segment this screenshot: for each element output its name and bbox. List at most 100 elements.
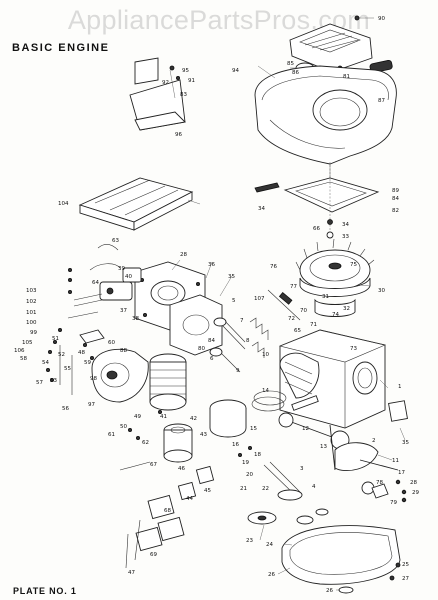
callout-80: 80 <box>198 346 205 352</box>
leader-lines <box>171 65 406 591</box>
callout-64: 64 <box>92 280 99 286</box>
callout-58: 58 <box>20 356 27 362</box>
callout-77: 77 <box>290 284 297 290</box>
link-rods <box>59 293 105 395</box>
callout-81: 81 <box>343 74 350 80</box>
callout-103: 103 <box>26 288 37 294</box>
gasket-35 <box>169 294 223 356</box>
callout-24: 24 <box>266 542 273 548</box>
callout-73: 73 <box>350 346 357 352</box>
callout-38: 38 <box>132 316 139 322</box>
callout-100: 100 <box>26 320 37 326</box>
ignition-coil-assembly <box>119 423 215 569</box>
callout-102: 102 <box>26 299 37 305</box>
callout-35: 35 <box>228 274 235 280</box>
muffler-97 <box>91 348 149 403</box>
callout-37: 37 <box>120 308 127 314</box>
callout-48: 48 <box>78 350 85 356</box>
callout-4: 4 <box>312 484 316 490</box>
callout-41: 41 <box>160 414 167 420</box>
callout-42: 42 <box>190 416 197 422</box>
callout-43: 43 <box>200 432 207 438</box>
callout-33: 33 <box>342 234 349 240</box>
callout-50: 50 <box>120 424 127 430</box>
callout-5: 5 <box>232 298 236 304</box>
callout-28b: 28 <box>410 480 417 486</box>
callout-98: 98 <box>90 376 97 382</box>
callout-45: 45 <box>204 488 211 494</box>
callout-11: 11 <box>392 458 399 464</box>
callout-95: 95 <box>182 68 189 74</box>
callout-69: 69 <box>150 552 157 558</box>
callout-16: 16 <box>232 442 239 448</box>
crankcase-block-1 <box>279 329 408 429</box>
piston-14 <box>209 390 319 438</box>
bracket-96 <box>129 57 186 131</box>
callout-57: 57 <box>36 380 43 386</box>
callout-28: 28 <box>180 252 187 258</box>
callout-86: 86 <box>292 70 299 76</box>
callout-70: 70 <box>300 308 307 314</box>
callout-60: 60 <box>108 340 115 346</box>
callout-61: 61 <box>108 432 115 438</box>
callout-67: 67 <box>150 462 157 468</box>
callout-2: 2 <box>372 438 376 444</box>
callout-85: 85 <box>287 61 294 67</box>
callout-104: 104 <box>58 201 69 207</box>
callout-75: 75 <box>350 262 357 268</box>
callout-12: 12 <box>302 426 309 432</box>
callout-8: 8 <box>246 338 250 344</box>
callout-18: 18 <box>254 452 261 458</box>
callout-39: 39 <box>118 266 125 272</box>
callout-23: 23 <box>246 538 253 544</box>
callout-25: 25 <box>402 562 409 568</box>
callout-31: 31 <box>322 294 329 300</box>
callout-101: 101 <box>26 310 37 316</box>
crankshaft-11 <box>329 424 399 495</box>
callout-1: 1 <box>398 384 402 390</box>
callout-71: 71 <box>310 322 317 328</box>
callout-26: 26 <box>268 572 275 578</box>
callout-52: 52 <box>58 352 65 358</box>
callout-106: 106 <box>14 348 25 354</box>
callout-40: 40 <box>125 274 132 280</box>
callout-54: 54 <box>42 360 49 366</box>
callout-84: 84 <box>392 196 399 202</box>
callout-87: 87 <box>378 98 385 104</box>
callout-9: 9 <box>236 368 240 374</box>
callout-63: 63 <box>112 238 119 244</box>
callout-56: 56 <box>62 406 69 412</box>
callout-49: 49 <box>134 414 141 420</box>
callout-105: 105 <box>22 340 33 346</box>
callout-13: 13 <box>320 444 327 450</box>
callout-35b: 35 <box>402 440 409 446</box>
callout-62: 62 <box>142 440 149 446</box>
callout-91: 91 <box>188 78 195 84</box>
callout-30: 30 <box>378 288 385 294</box>
gasket-93 <box>254 165 380 239</box>
callout-36: 36 <box>208 262 215 268</box>
callout-labels: 90 85 86 87 81 94 92 95 83 91 96 104 89 … <box>14 16 419 594</box>
fasteners-left <box>46 267 252 457</box>
callout-53: 53 <box>50 378 57 384</box>
callout-79: 79 <box>390 500 397 506</box>
callout-22: 22 <box>262 486 269 492</box>
callout-21: 21 <box>240 486 247 492</box>
callout-47: 47 <box>128 570 135 576</box>
callout-6: 6 <box>210 356 214 362</box>
callout-34: 34 <box>258 206 265 212</box>
plate-number-label: PLATE NO. 1 <box>13 586 77 596</box>
callout-76: 76 <box>270 264 277 270</box>
callout-3: 3 <box>300 466 304 472</box>
callout-96: 96 <box>175 132 182 138</box>
callout-72: 72 <box>288 316 295 322</box>
blower-housing <box>254 65 397 178</box>
callout-44: 44 <box>186 496 193 502</box>
callout-88: 88 <box>120 348 127 354</box>
callout-65: 65 <box>294 328 301 334</box>
callout-34b: 34 <box>342 222 349 228</box>
callout-19: 19 <box>242 460 249 466</box>
callout-107: 107 <box>254 296 265 302</box>
oil-sump-base <box>281 508 401 594</box>
right-side-small-parts <box>371 479 407 503</box>
